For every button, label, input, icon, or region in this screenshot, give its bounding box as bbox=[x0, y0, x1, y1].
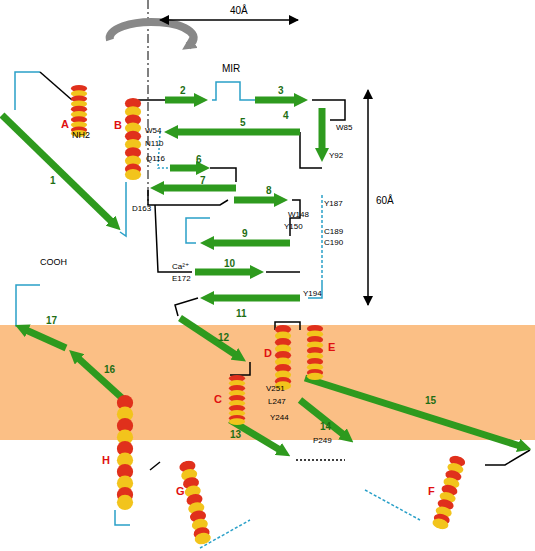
residue-label: P249 bbox=[313, 437, 332, 445]
strand-number: 3 bbox=[278, 86, 284, 96]
residue-label: Y194 bbox=[303, 290, 322, 298]
helix-label: G bbox=[176, 486, 185, 497]
ion-label: Ca²⁺ bbox=[172, 263, 189, 271]
strand-number: 8 bbox=[266, 186, 272, 196]
alpha-helices bbox=[71, 85, 467, 546]
rotation-axis bbox=[148, 0, 149, 205]
dimension-label: 40Å bbox=[230, 6, 248, 16]
helix-label: D bbox=[264, 348, 272, 359]
dimension-label: 60Å bbox=[376, 196, 394, 206]
helix-label: E bbox=[328, 342, 335, 353]
strand-number: 5 bbox=[240, 118, 246, 128]
residue-label: C189 bbox=[324, 228, 343, 236]
helix-label: B bbox=[114, 120, 122, 131]
strand-number: 10 bbox=[224, 259, 235, 269]
dimension-arrow bbox=[160, 20, 298, 21]
strand-number: 15 bbox=[425, 396, 436, 406]
residue-label: W148 bbox=[288, 211, 309, 219]
residue-label: E172 bbox=[172, 275, 191, 283]
residue-label: Y92 bbox=[329, 152, 343, 160]
residue-label: D163 bbox=[132, 205, 151, 213]
terminus-label: COOH bbox=[40, 258, 67, 267]
residue-label: Y244 bbox=[270, 414, 289, 422]
strand-number: 11 bbox=[236, 309, 247, 319]
rotation-arrow bbox=[110, 22, 194, 46]
strand-number: 2 bbox=[180, 86, 186, 96]
strand-number: 16 bbox=[104, 365, 115, 375]
residue-label: V251 bbox=[266, 385, 285, 393]
residue-label: Y150 bbox=[284, 223, 303, 231]
strand-number: 12 bbox=[218, 333, 229, 343]
strand-number: 1 bbox=[50, 176, 56, 186]
helix-label: A bbox=[61, 119, 69, 130]
region-label: MIR bbox=[222, 64, 240, 74]
residue-label: C190 bbox=[324, 239, 343, 247]
residue-label: L247 bbox=[268, 398, 286, 406]
residue-label: N110 bbox=[145, 140, 164, 148]
residue-label: Q116 bbox=[146, 155, 165, 163]
helix-label: H bbox=[102, 455, 110, 466]
residue-label: W85 bbox=[336, 124, 352, 132]
dimension-arrow bbox=[368, 90, 369, 305]
strand-number: 14 bbox=[320, 422, 331, 432]
residue-label: Y187 bbox=[324, 200, 343, 208]
loops bbox=[15, 72, 530, 548]
helix-label: C bbox=[214, 394, 222, 405]
strand-number: 4 bbox=[283, 111, 289, 121]
beta-strands bbox=[2, 100, 520, 450]
residue-label: W54 bbox=[145, 127, 161, 135]
strand-number: 9 bbox=[242, 229, 248, 239]
helix-label: F bbox=[428, 486, 435, 497]
strand-number: 17 bbox=[46, 316, 57, 326]
strand-number: 6 bbox=[196, 155, 202, 165]
strand-number: 7 bbox=[200, 176, 206, 186]
terminus-label: NH2 bbox=[72, 131, 90, 140]
strand-number: 13 bbox=[230, 430, 241, 440]
